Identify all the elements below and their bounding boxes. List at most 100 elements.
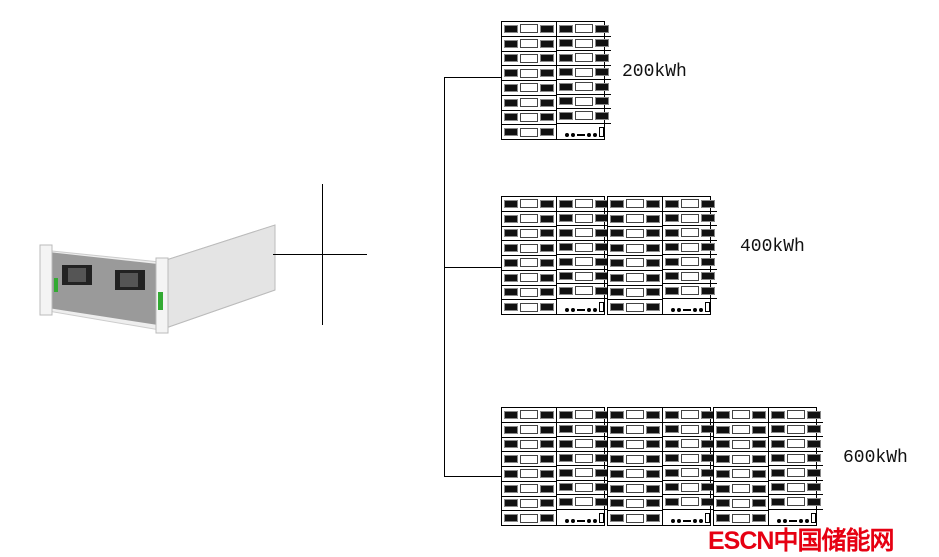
- indicator-icon: [698, 308, 703, 312]
- battery-module: [608, 286, 662, 301]
- terminal-icon: [771, 497, 785, 506]
- battery-rack: [501, 196, 611, 315]
- battery-module: [663, 408, 717, 423]
- terminal-icon: [752, 440, 766, 449]
- terminal-icon: [504, 455, 518, 464]
- terminal-icon: [540, 484, 554, 493]
- battery-module: [502, 212, 556, 227]
- terminal-icon: [610, 199, 624, 208]
- terminal-icon: [540, 39, 554, 48]
- logo-name: 中国储能网: [773, 527, 894, 555]
- battery-module: [663, 452, 717, 466]
- terminal-icon: [665, 214, 679, 223]
- terminal-icon: [610, 258, 624, 267]
- terminal-icon: [504, 244, 518, 253]
- terminal-icon: [752, 425, 766, 434]
- battery-module: [502, 271, 556, 286]
- terminal-icon: [559, 24, 573, 33]
- terminal-icon: [665, 243, 679, 252]
- battery-module: [557, 452, 611, 466]
- battery-module: [557, 466, 611, 481]
- terminal-icon: [771, 483, 785, 492]
- terminal-icon: [540, 303, 554, 312]
- handle-icon: [520, 83, 538, 93]
- terminal-icon: [504, 229, 518, 238]
- battery-module: [502, 197, 556, 212]
- terminal-icon: [701, 286, 715, 295]
- battery-module: [714, 482, 768, 497]
- terminal-icon: [807, 497, 821, 506]
- handle-icon: [681, 439, 699, 449]
- terminal-icon: [771, 425, 785, 434]
- handle-icon: [732, 484, 750, 494]
- terminal-icon: [559, 468, 573, 477]
- handle-icon: [681, 410, 699, 420]
- battery-module: [769, 452, 823, 466]
- terminal-icon: [646, 244, 660, 253]
- terminal-icon: [595, 111, 609, 120]
- handle-icon: [575, 286, 593, 296]
- handle-icon: [626, 454, 644, 464]
- handle-icon: [626, 273, 644, 283]
- terminal-icon: [559, 439, 573, 448]
- battery-module: [557, 109, 611, 124]
- terminal-icon: [646, 410, 660, 419]
- battery-module: [557, 95, 611, 109]
- handle-icon: [520, 243, 538, 253]
- control-unit: [557, 124, 611, 140]
- terminal-icon: [610, 229, 624, 238]
- capacity-label-600: 600kWh: [843, 448, 908, 468]
- battery-module: [608, 408, 662, 423]
- battery-module: [608, 197, 662, 212]
- terminal-icon: [665, 497, 679, 506]
- battery-module: [608, 256, 662, 271]
- terminal-icon: [716, 484, 730, 493]
- terminal-icon: [646, 303, 660, 312]
- handle-icon: [520, 258, 538, 268]
- branch-line-600: [444, 476, 501, 477]
- battery-module: [663, 226, 717, 241]
- terminal-icon: [540, 24, 554, 33]
- terminal-icon: [716, 440, 730, 449]
- battery-module: [502, 52, 556, 67]
- terminal-icon: [646, 440, 660, 449]
- terminal-icon: [559, 497, 573, 506]
- terminal-icon: [559, 97, 573, 106]
- handle-icon: [787, 439, 805, 449]
- battery-module: [502, 497, 556, 512]
- terminal-icon: [559, 272, 573, 281]
- terminal-icon: [646, 214, 660, 223]
- battery-module: [557, 437, 611, 452]
- battery-rack: [607, 196, 717, 315]
- branch-line-400: [444, 267, 501, 268]
- indicator-icon: [692, 519, 697, 523]
- battery-module: [663, 197, 717, 212]
- terminal-icon: [665, 468, 679, 477]
- handle-icon: [520, 454, 538, 464]
- handle-icon: [681, 482, 699, 492]
- handle-icon: [520, 127, 538, 137]
- terminal-icon: [559, 111, 573, 120]
- handle-icon: [681, 199, 699, 209]
- terminal-icon: [504, 425, 518, 434]
- battery-module: [557, 226, 611, 241]
- switch-icon: [598, 127, 604, 137]
- battery-module: [714, 423, 768, 438]
- handle-icon: [575, 482, 593, 492]
- terminal-icon: [504, 288, 518, 297]
- terminal-icon: [646, 484, 660, 493]
- terminal-icon: [559, 53, 573, 62]
- terminal-icon: [504, 514, 518, 523]
- handle-icon: [681, 257, 699, 267]
- terminal-icon: [665, 199, 679, 208]
- battery-module: [663, 437, 717, 452]
- plus-horizontal-line: [273, 254, 367, 255]
- handle-icon: [787, 497, 805, 507]
- handle-icon: [732, 469, 750, 479]
- terminal-icon: [771, 439, 785, 448]
- handle-icon: [732, 513, 750, 523]
- handle-icon: [520, 68, 538, 78]
- terminal-icon: [646, 425, 660, 434]
- switch-icon: [704, 513, 710, 523]
